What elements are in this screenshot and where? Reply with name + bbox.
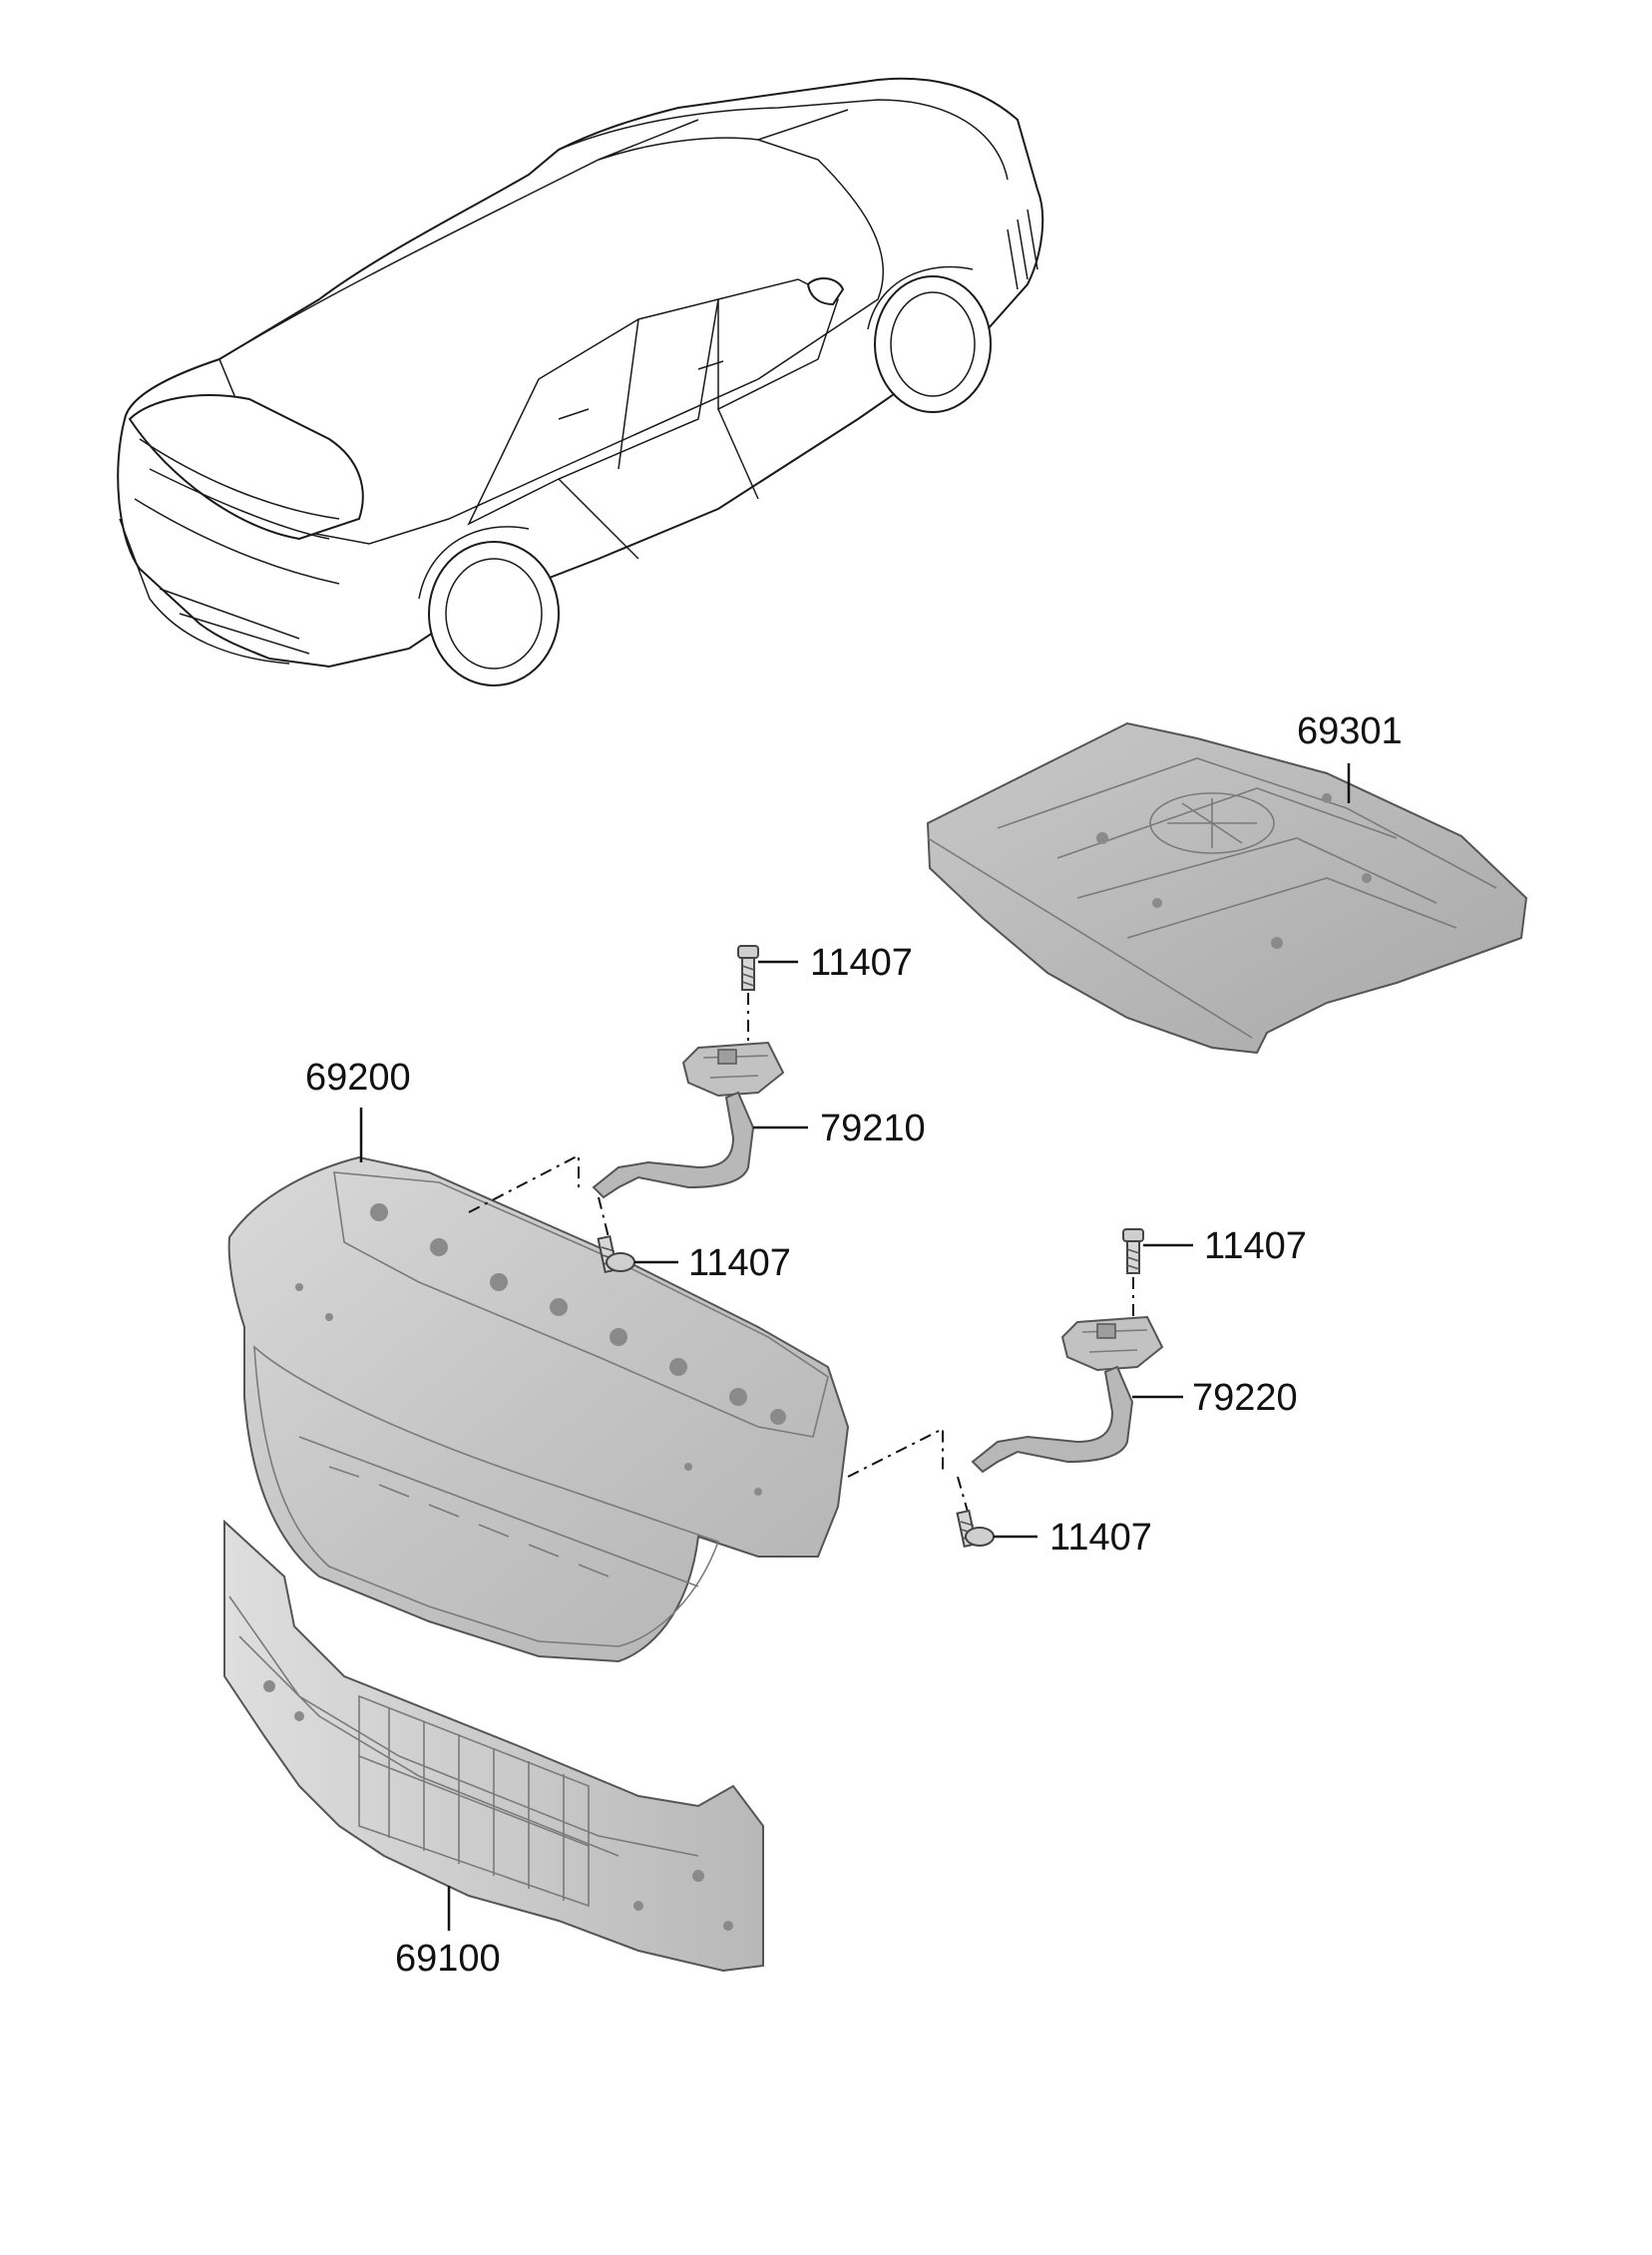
callout-79220: 79220: [1192, 1377, 1298, 1419]
bolt-rh-lower: [956, 1509, 995, 1549]
bolt-rh-upper: [1122, 1228, 1144, 1274]
bolt-lh-upper: [737, 945, 759, 991]
back-panel-69100: 69100: [223, 1519, 764, 1980]
callout-69301: 69301: [1297, 710, 1403, 752]
trunk-lid-69200: 69200: [227, 1057, 850, 1663]
callout-11407-rh-upper: 11407: [1204, 1225, 1307, 1267]
callout-11407-lh-upper: 11407: [810, 942, 913, 984]
callout-79210: 79210: [820, 1108, 926, 1149]
hinge-lh-79210: 11407 79210 11407: [468, 942, 926, 1284]
vehicle-reference-illustration: [117, 77, 1044, 686]
bolt-lh-lower: [597, 1234, 635, 1274]
callout-11407-rh-lower: 11407: [1049, 1517, 1152, 1559]
callout-69200: 69200: [305, 1057, 411, 1099]
callout-11407-lh-lower: 11407: [688, 1242, 791, 1284]
rear-floor-pan-69301: 69301: [926, 710, 1528, 1055]
callout-69100: 69100: [395, 1938, 501, 1980]
hinge-rh-79220: 11407 79220 11407: [847, 1225, 1307, 1559]
